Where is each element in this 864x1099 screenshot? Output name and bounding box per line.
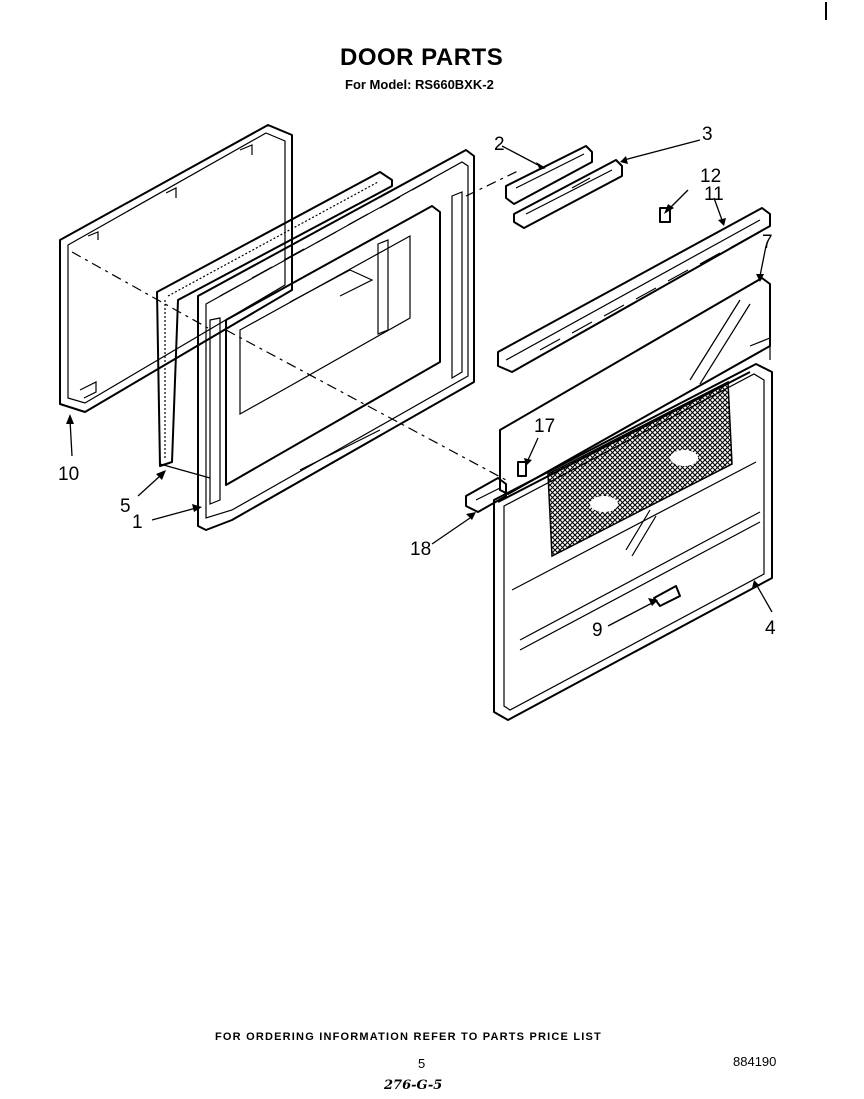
inner-door-panel	[59, 124, 293, 413]
door-clip	[653, 585, 681, 607]
callout-10: 10	[58, 464, 79, 485]
callout-7: 7	[762, 232, 773, 253]
document-number: 884190	[733, 1054, 777, 1069]
door-liner-frame	[197, 149, 475, 531]
vent-bracket-left	[505, 145, 593, 205]
callout-2: 2	[494, 134, 505, 155]
page-title: DOOR PARTS	[340, 44, 504, 71]
ordering-note: FOR ORDERING INFORMATION REFER TO PARTS …	[215, 1031, 602, 1043]
clip-part	[659, 207, 671, 223]
callout-5: 5	[120, 496, 131, 517]
alignment-lines	[71, 169, 521, 481]
callout-4: 4	[765, 618, 776, 639]
window-mesh	[547, 380, 733, 558]
callout-9: 9	[592, 620, 603, 641]
callout-11: 11	[704, 184, 724, 205]
handwritten-note: 276-G-5	[384, 1078, 443, 1093]
callout-17: 17	[534, 416, 555, 437]
top-vent-trim	[497, 207, 771, 373]
page-number: 5	[418, 1056, 426, 1071]
callout-1: 1	[132, 512, 143, 533]
hinge-clip	[517, 461, 527, 477]
callout-18: 18	[410, 539, 431, 560]
hinge-bracket	[465, 477, 507, 513]
door-gasket	[156, 171, 393, 479]
leader-lines	[66, 139, 773, 627]
callout-3: 3	[702, 124, 713, 145]
model-subtitle: For Model: RS660BXK-2	[345, 77, 494, 92]
outer-door-panel	[493, 337, 773, 721]
vent-bracket-right	[513, 159, 623, 229]
callout-12: 12	[700, 166, 721, 187]
